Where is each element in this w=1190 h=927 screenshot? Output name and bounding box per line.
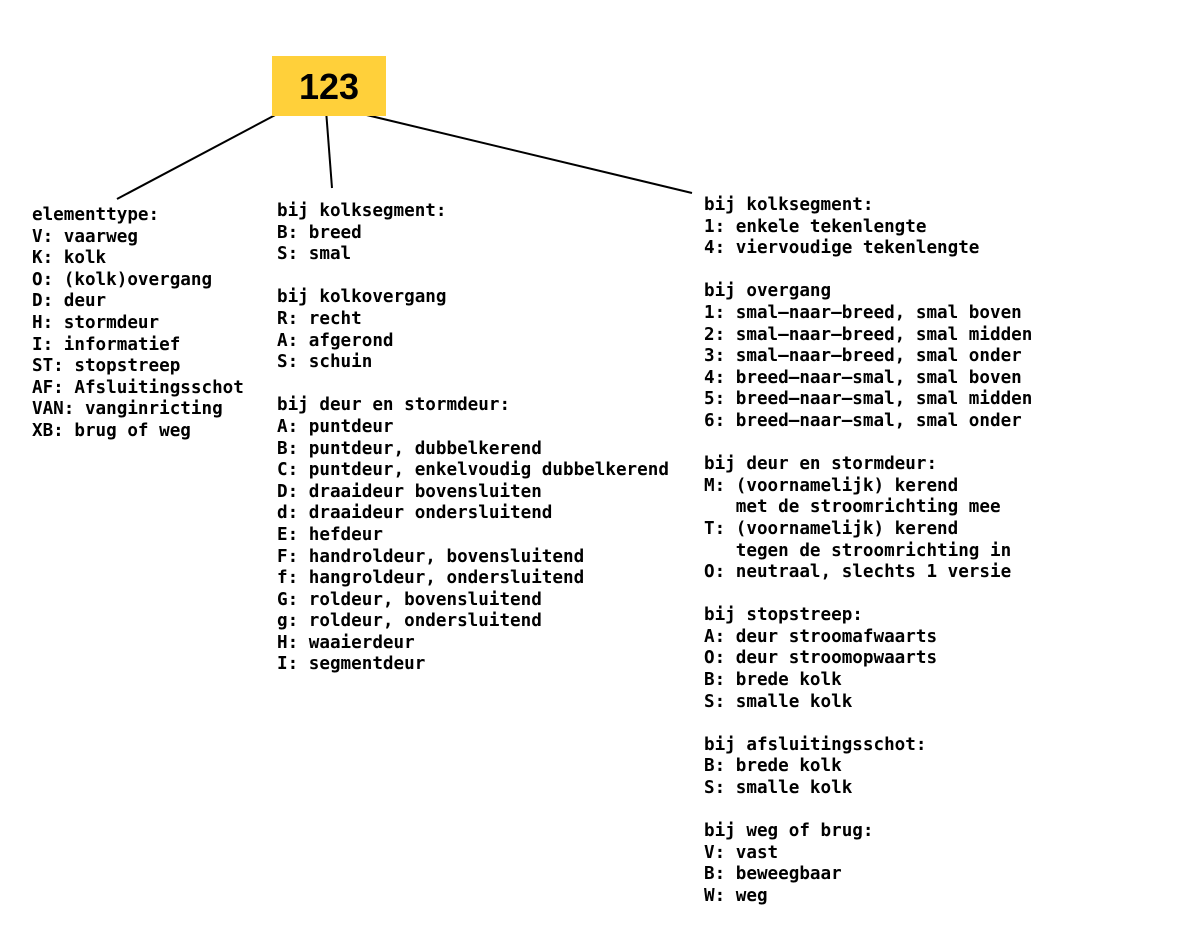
legend-line: G: roldeur, bovensluitend (277, 589, 542, 610)
legend-line: B: brede kolk (704, 756, 842, 777)
legend-spacer (704, 800, 1032, 822)
legend-line: A: deur stroomafwaarts (704, 626, 938, 647)
legend-line: S: smalle kolk (704, 778, 853, 799)
legend-line: bij kolkovergang (277, 287, 447, 308)
legend-line: ST: stopstreep (32, 356, 181, 377)
connector-to-variant (349, 110, 693, 194)
legend-line: 2: smal–naar–breed, smal midden (704, 324, 1033, 345)
legend-line: O: deur stroomopwaarts (704, 648, 938, 669)
legend-line: 1: smal–naar–breed, smal boven (704, 302, 1022, 323)
legend-line: tegen de stroomrichting in (704, 540, 1012, 561)
legend-line: T: (voornamelijk) kerend (704, 518, 959, 539)
legend-line: O: neutraal, slechts 1 versie (704, 562, 1012, 583)
connector-to-element-type (116, 103, 297, 200)
legend-line: f: hangroldeur, ondersluitend (277, 568, 585, 589)
legend-line: R: recht (277, 308, 362, 329)
legend-line: D: deur (32, 291, 107, 312)
legend-line: elementtype: (32, 205, 160, 225)
legend-line: AF: Afsluitingsschot (32, 377, 244, 398)
legend-line: 4: viervoudige tekenlengte (704, 238, 980, 259)
legend-line: 5: breed–naar–smal, smal midden (704, 389, 1033, 410)
legend-line: F: handroldeur, bovensluitend (277, 546, 585, 567)
legend-line: bij deur en stormdeur: (277, 395, 511, 416)
legend-line: I: informatief (32, 334, 181, 355)
legend-line: S: smal (277, 244, 352, 265)
legend-line: VAN: vanginricting (32, 399, 223, 420)
legend-line: O: (kolk)overgang (32, 269, 213, 290)
legend-line: g: roldeur, ondersluitend (277, 611, 542, 632)
legend-line: bij deur en stormdeur: (704, 454, 938, 475)
legend-line: bij overgang (704, 281, 832, 302)
legend-line: B: brede kolk (704, 670, 842, 691)
legend-line: B: breed (277, 222, 362, 243)
legend-line: 6: breed–naar–smal, smal onder (704, 410, 1022, 431)
legend-line: bij afsluitingsschot: (704, 734, 927, 755)
legend-line: D: draaideur bovensluiten (277, 481, 542, 502)
legend-line: d: draaideur ondersluitend (277, 503, 553, 524)
legend-spacer (704, 713, 1032, 735)
legend-line: K: kolk (32, 248, 107, 269)
legend-line: bij stopstreep: (704, 605, 863, 626)
legend-spacer (704, 260, 1032, 282)
legend-line: met de stroomrichting mee (704, 497, 1001, 518)
code-box: 123 (272, 56, 386, 116)
legend-line: B: beweegbaar (704, 864, 842, 885)
legend-spacer (277, 266, 669, 288)
legend-line: B: puntdeur, dubbelkerend (277, 438, 542, 459)
legend-line: 3: smal–naar–breed, smal onder (704, 346, 1022, 367)
legend-line: bij kolksegment: (704, 195, 874, 215)
legend-line: H: waaierdeur (277, 632, 415, 653)
legend-line: A: afgerond (277, 330, 394, 351)
legend-line: V: vaarweg (32, 226, 138, 247)
legend-line: H: stormdeur (32, 312, 160, 333)
legend-line: 1: enkele tekenlengte (704, 216, 927, 237)
legend-spacer (704, 584, 1032, 606)
code-label: 123 (298, 66, 360, 107)
legend-line: S: smalle kolk (704, 691, 853, 712)
legend-spacer (277, 374, 669, 396)
legend-line: bij kolksegment: (277, 201, 447, 221)
legend-line: XB: brug of weg (32, 420, 191, 441)
legend-line: E: hefdeur (277, 524, 383, 545)
legend-line: S: schuin (277, 352, 373, 373)
connector-to-shape-type (325, 109, 333, 189)
legend-line: A: puntdeur (277, 416, 394, 437)
legend-line: M: (voornamelijk) kerend (704, 475, 959, 496)
legend-line: I: segmentdeur (277, 654, 426, 675)
legend-line: bij weg of brug: (704, 821, 874, 842)
legend-line: C: puntdeur, enkelvoudig dubbelkerend (277, 460, 669, 481)
legend-line: V: vast (704, 842, 779, 863)
legend-line: 4: breed–naar–smal, smal boven (704, 367, 1022, 388)
legend-spacer (704, 433, 1032, 455)
legend-line: W: weg (704, 886, 768, 906)
